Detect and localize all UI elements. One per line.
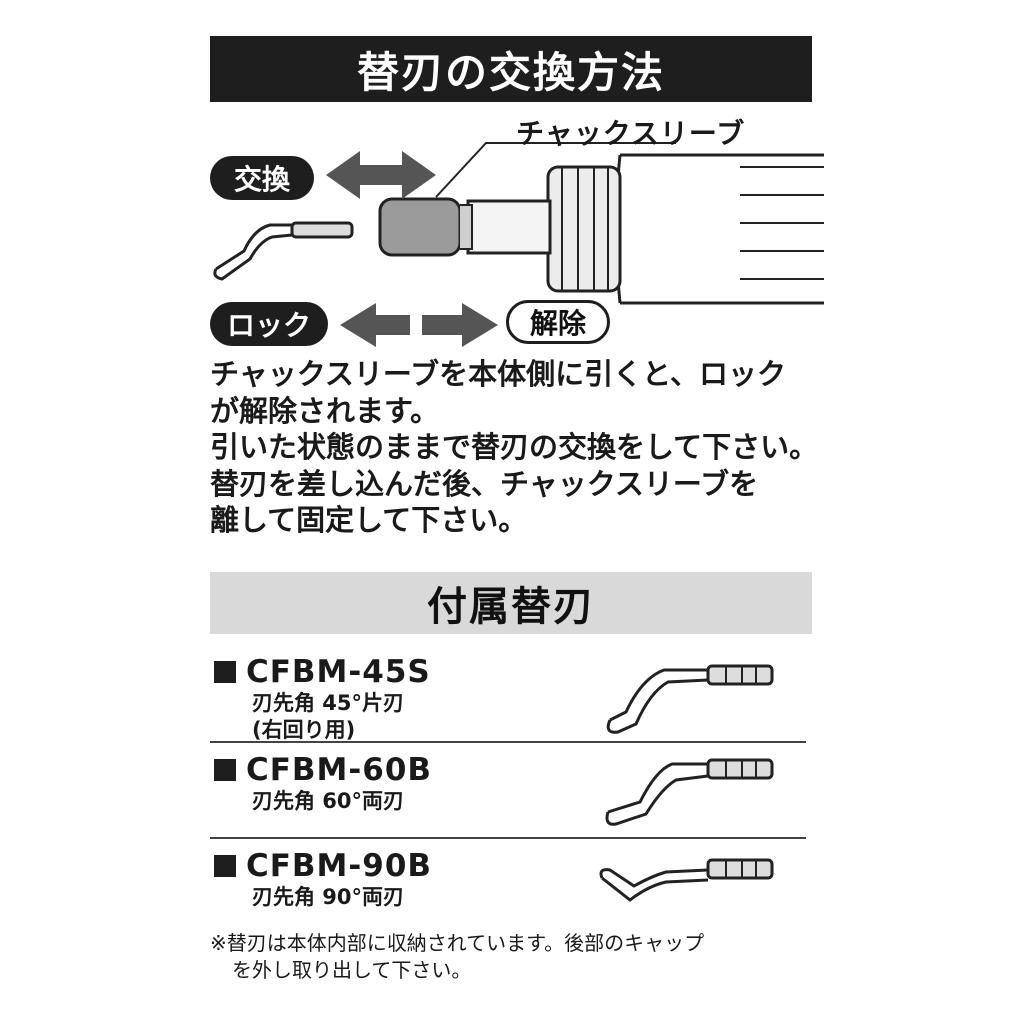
instructions-text: チャックスリーブを本体側に引くと、ロック が解除されます。 引いた状態のままで替… — [210, 356, 822, 539]
footnote: ※替刃は本体内部に収納されています。後部のキャップ を外し取り出して下さい。 — [210, 930, 822, 984]
blade-exchange-diagram — [213, 142, 824, 347]
blade-usage: (右回り用) — [252, 718, 356, 742]
instruction-line: が解除されます。 — [210, 393, 440, 428]
exchange-badge: 交換 — [210, 156, 314, 200]
square-bullet-icon — [214, 661, 236, 683]
instruction-line: 替刃を差し込んだ後、チャックスリーブを — [210, 466, 759, 501]
chuck-sleeve-label: チャックスリーブ — [516, 117, 746, 150]
divider — [210, 837, 806, 839]
blade-item-cfbm-90b: CFBM-90B 刃先角 90°両刃 — [214, 848, 432, 911]
section-title: 付属替刃 — [210, 572, 812, 634]
footnote-line: を外し取り出して下さい。 — [232, 958, 472, 982]
lock-arrow-icon — [340, 303, 410, 347]
blade-90-icon — [599, 858, 774, 902]
chuck-sleeve — [378, 197, 462, 257]
blade-model: CFBM-90B — [246, 848, 433, 884]
page-title: 替刃の交換方法 — [210, 36, 812, 102]
blade-description: 刃先角 45°片刃 — [252, 691, 405, 715]
instruction-line: 引いた状態のままで替刃の交換をして下さい。 — [210, 430, 819, 464]
tool-body — [614, 153, 824, 305]
instruction-line: チャックスリーブを本体側に引くと、ロック — [210, 357, 786, 391]
blade-description: 刃先角 60°両刃 — [252, 789, 405, 813]
blade-description: 刃先角 90°両刃 — [252, 885, 405, 909]
blade-icon — [213, 221, 354, 281]
divider — [210, 741, 806, 743]
blade-item-cfbm-60b: CFBM-60B 刃先角 60°両刃 — [214, 752, 432, 815]
square-bullet-icon — [214, 759, 236, 781]
lock-badge: ロック — [210, 302, 328, 346]
blade-model: CFBM-60B — [246, 752, 433, 788]
collar — [546, 165, 622, 293]
footnote-line: ※替刃は本体内部に収納されています。後部のキャップ — [210, 931, 705, 955]
blade-model: CFBM-45S — [246, 654, 431, 690]
instruction-line: 離して固定して下さい。 — [210, 503, 528, 537]
release-arrow-icon — [422, 303, 498, 347]
release-badge: 解除 — [506, 300, 610, 344]
callout-line — [435, 142, 676, 198]
shaft — [466, 199, 552, 255]
square-bullet-icon — [214, 855, 236, 877]
blade-item-cfbm-45s: CFBM-45S 刃先角 45°片刃 (右回り用) — [214, 654, 431, 744]
double-arrow-icon — [326, 151, 436, 199]
blade-60-icon — [605, 758, 774, 826]
blade-45-icon — [606, 664, 774, 734]
